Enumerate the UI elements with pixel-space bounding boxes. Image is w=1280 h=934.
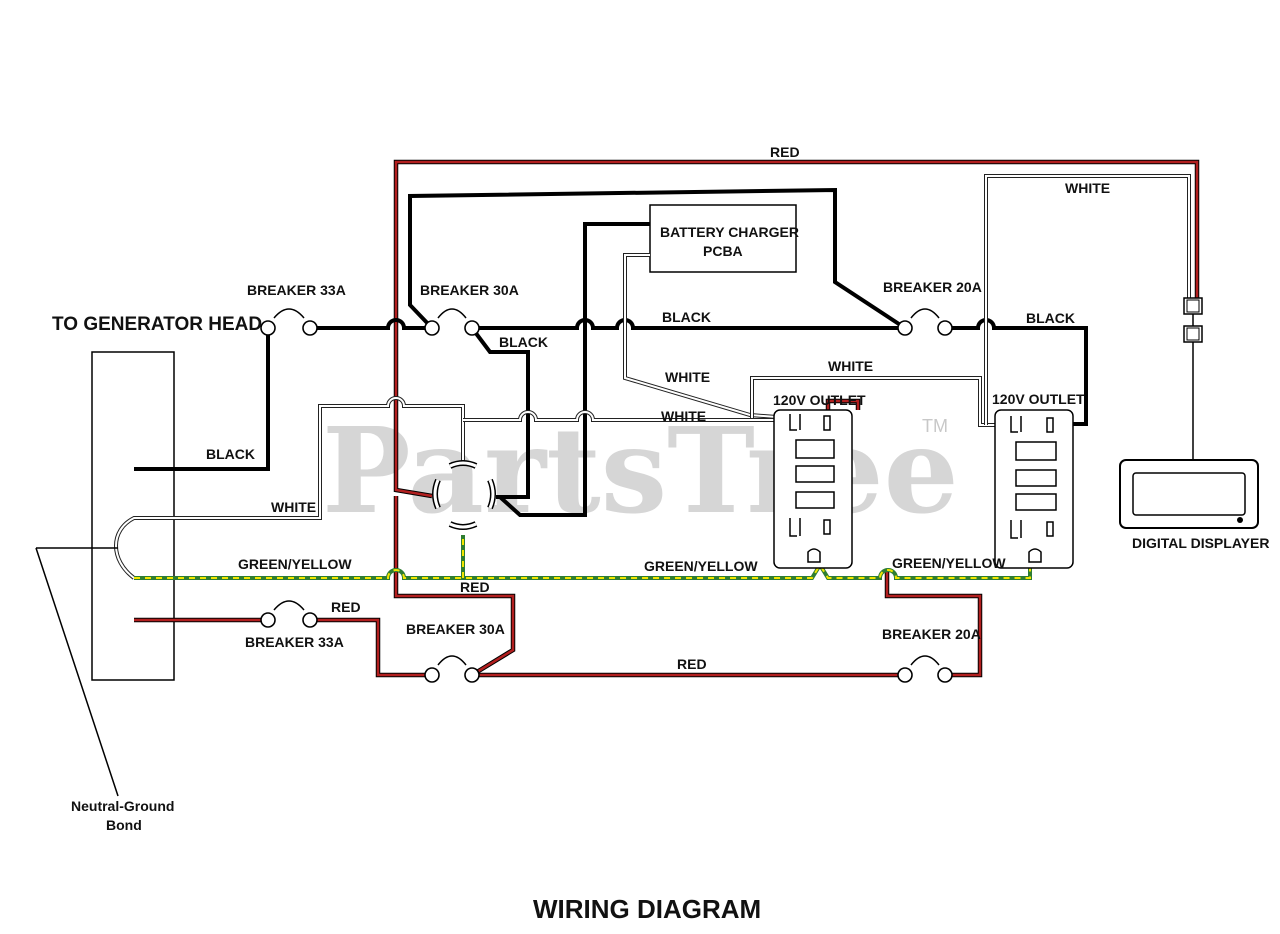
ground-wires [134,535,1032,580]
digital-displayer [1119,459,1259,529]
watermark-tm: TM [922,416,948,436]
wire-label-red-top: RED [770,144,800,160]
wire-label-green-yellow-3: GREEN/YELLOW [892,555,1006,571]
breaker-20a-top [897,308,953,336]
diagram-title: WIRING DIAGRAM [533,894,761,924]
wire-label-green-yellow-1: GREEN/YELLOW [238,556,352,572]
wire-label-white-2: WHITE [665,369,710,385]
neutral-ground-leader [35,547,119,797]
breaker-33a-bottom [260,600,318,628]
battery-charger-pcba [649,204,797,273]
wire-label-red-2: RED [460,579,490,595]
wire-label-black-4: BLACK [1026,310,1075,326]
wire-label-black-3: BLACK [662,309,711,325]
breaker-20a-bottom [897,655,953,683]
wire-label-white-4: WHITE [828,358,873,374]
breaker-30a-bottom [424,655,480,683]
breaker-20a-top-label: BREAKER 20A [883,279,982,295]
breaker-20a-bottom-label: BREAKER 20A [882,626,981,642]
outlet-right [994,409,1074,569]
twist-lock-receptacle [432,460,496,530]
neutral-ground-label-line2: Bond [106,817,142,833]
outlet-right-label: 120V OUTLET [992,391,1085,407]
breaker-30a-bottom-label: BREAKER 30A [406,621,505,637]
breaker-30a-top [424,308,480,336]
wire-label-black-2: BLACK [499,334,548,350]
displayer-connector [1183,297,1203,460]
breaker-33a-bottom-label: BREAKER 33A [245,634,344,650]
breaker-33a-top-label: BREAKER 33A [247,282,346,298]
wire-label-black-1: BLACK [206,446,255,462]
battery-charger-label-line1: BATTERY CHARGER [660,224,799,240]
breaker-33a-top [260,308,318,336]
wire-label-red-3: RED [677,656,707,672]
battery-charger-label-line2: PCBA [703,243,743,259]
digital-displayer-label: DIGITAL DISPLAYER [1132,535,1269,551]
wire-label-red-1: RED [331,599,361,615]
outlet-left [773,409,853,569]
wire-label-green-yellow-2: GREEN/YELLOW [644,558,758,574]
outlet-left-label: 120V OUTLET [773,392,866,408]
wire-label-white-top-right: WHITE [1065,180,1110,196]
wire-label-white-3: WHITE [661,408,706,424]
white-wires [114,174,1191,580]
generator-head-label: TO GENERATOR HEAD [52,314,262,335]
black-wires [134,187,1088,517]
neutral-ground-label-line1: Neutral-Ground [71,798,174,814]
breaker-30a-top-label: BREAKER 30A [420,282,519,298]
wire-label-white-1: WHITE [271,499,316,515]
